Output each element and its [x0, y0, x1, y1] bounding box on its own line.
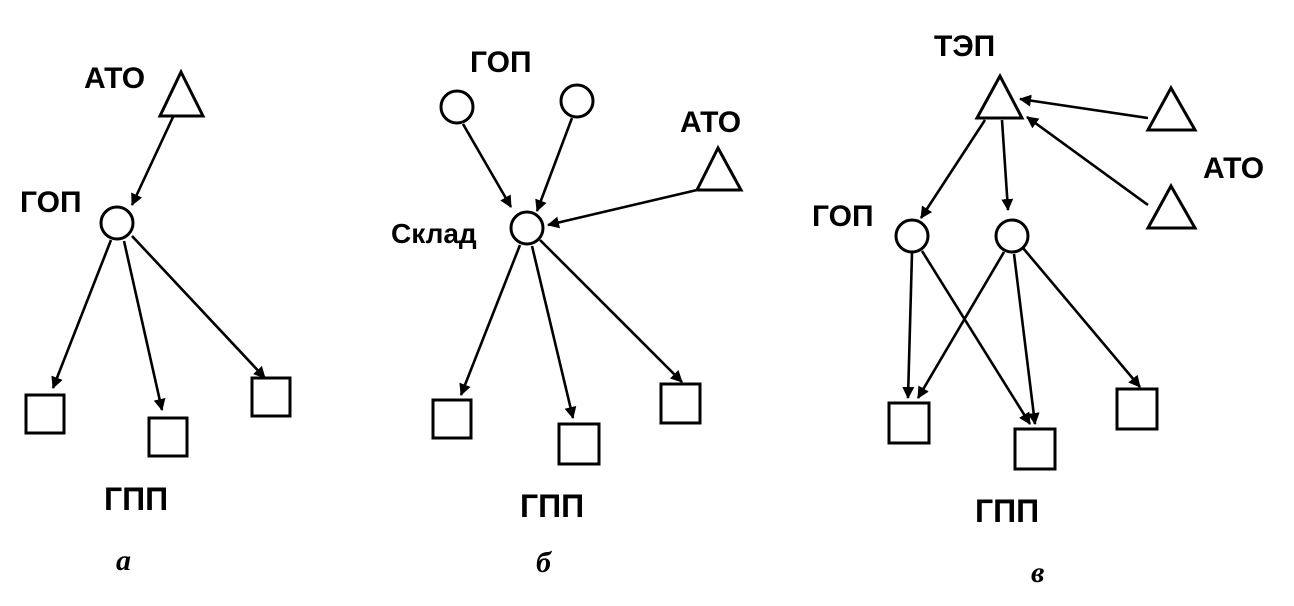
label-gpp: ГПП	[520, 488, 584, 524]
gpp-square-node	[1013, 427, 1057, 471]
edge-gop-to-gpp-2	[122, 240, 166, 411]
edge-gop-left-to-gpp-2	[920, 250, 1032, 425]
diagram-a: АТО ГОП ГПП а	[20, 62, 292, 577]
gop-circle-node	[99, 205, 135, 241]
edge-gop-to-sklad-2	[535, 117, 574, 212]
edge-sklad-to-gpp-3	[539, 239, 683, 383]
label-tep: ТЭП	[934, 30, 995, 63]
label-gop: ГОП	[812, 200, 874, 233]
gpp-square-node	[887, 401, 931, 445]
edge-tep-to-gop-2	[1000, 119, 1014, 211]
edge-ato-to-sklad	[547, 188, 698, 229]
edge-gop-right-to-gpp-2	[1012, 253, 1040, 425]
gop-circle-node	[439, 89, 475, 125]
gpp-square-node	[1115, 387, 1159, 431]
sklad-circle-node	[509, 210, 545, 246]
gpp-square-node	[24, 393, 66, 435]
label-ato: АТО	[680, 106, 741, 139]
ato-triangle-node	[694, 144, 744, 192]
label-gop: ГОП	[20, 186, 82, 219]
edge-gop-to-gpp-3	[131, 235, 266, 379]
edge-gop-to-gpp-1	[51, 239, 113, 389]
gpp-square-node	[250, 376, 292, 418]
edge-gop-left-to-gpp-1	[902, 252, 915, 399]
edge-ato-to-gop	[130, 116, 175, 206]
label-ato: АТО	[84, 62, 145, 95]
edge-gop-right-to-gpp-1	[916, 251, 1006, 399]
gop-circle-node	[894, 218, 930, 254]
tep-triangle-node	[974, 72, 1025, 120]
gop-circle-node	[994, 218, 1030, 254]
ato-triangle-node	[1145, 182, 1198, 230]
ato-triangle-node	[1145, 84, 1198, 132]
label-ato: АТО	[1203, 152, 1264, 185]
label-gpp: ГПП	[104, 481, 168, 517]
caption-v: в	[1031, 556, 1044, 589]
edge-ato-to-tep-2	[1026, 115, 1149, 207]
label-sklad: Склад	[391, 218, 477, 249]
gpp-square-node	[147, 416, 189, 458]
edge-sklad-to-gpp-2	[530, 245, 577, 419]
label-gpp: ГПП	[975, 493, 1039, 529]
gpp-square-node	[557, 422, 601, 466]
diagram-v: ТЭП АТО ГОП ГПП в	[812, 30, 1264, 589]
edge-ato-to-tep-1	[1019, 94, 1149, 120]
diagram-b: ГОП АТО Склад ГПП б	[391, 46, 744, 579]
edge-gop-right-to-gpp-3	[1022, 247, 1141, 388]
label-gop: ГОП	[470, 46, 532, 79]
caption-b: б	[536, 546, 552, 579]
ato-triangle-node	[157, 68, 206, 118]
gpp-square-node	[431, 398, 473, 440]
edge-sklad-to-gpp-1	[459, 244, 522, 396]
caption-a: а	[116, 544, 131, 577]
gop-circle-node	[559, 83, 595, 119]
gpp-square-node	[659, 382, 702, 425]
edge-tep-to-gop-1	[919, 119, 987, 219]
edge-gop-to-sklad-1	[461, 123, 513, 208]
